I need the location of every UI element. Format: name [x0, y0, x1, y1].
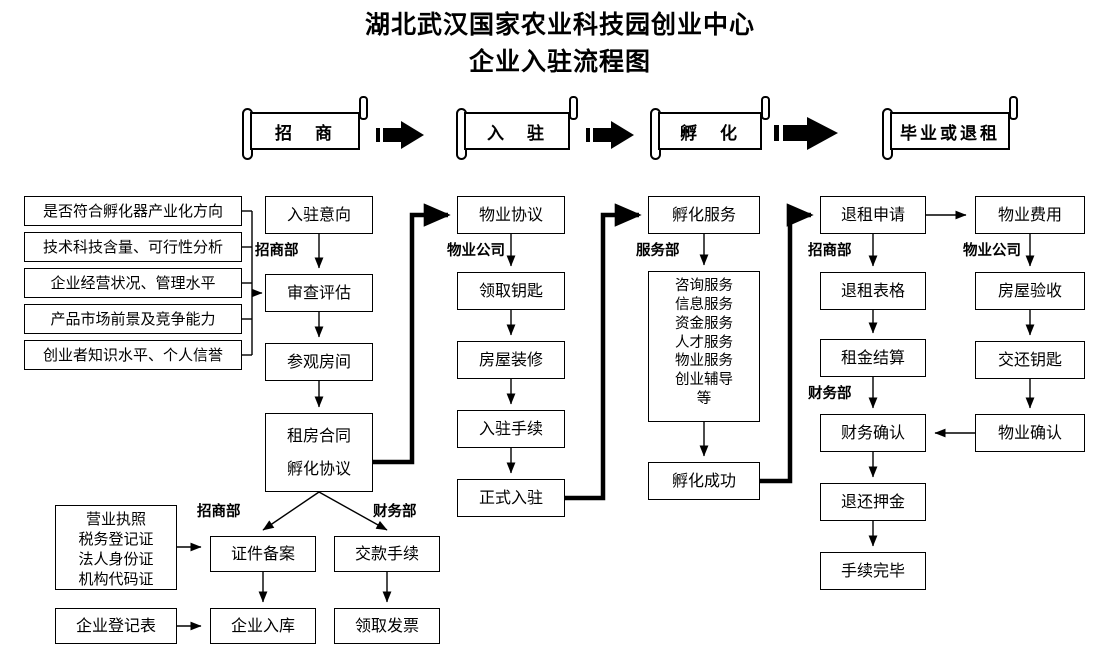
- contract-line-2: 孵化协议: [286, 458, 351, 478]
- step-exit-application: 退租申请: [820, 196, 926, 234]
- step-payment-formalities: 交款手续: [334, 536, 440, 572]
- page-title-line1: 湖北武汉国家农业科技园创业中心: [364, 10, 755, 39]
- step-rent-settlement: 租金结算: [820, 339, 926, 377]
- wire-movein-to-incubation: [565, 203, 642, 501]
- step-house-inspection: 房屋验收: [975, 272, 1085, 310]
- dept-label-recruit: 招商部: [255, 243, 299, 259]
- stage-banner-label: 入 驻: [464, 112, 570, 150]
- dept-label-property-company-1: 物业公司: [447, 243, 505, 259]
- step-intent: 入驻意向: [265, 196, 373, 234]
- wire-incubation-to-exit: [760, 203, 814, 484]
- document-item-1: 营业执照: [85, 510, 146, 528]
- registration-form-box: 企业登记表: [55, 608, 177, 644]
- step-incubation-success: 孵化成功: [648, 462, 760, 500]
- service-item-4: 人才服务: [675, 334, 733, 351]
- stage-banner-3[interactable]: 孵 化: [648, 96, 770, 160]
- dept-label-finance-bottom: 财务部: [373, 504, 417, 520]
- step-get-invoice: 领取发票: [334, 608, 440, 644]
- stage-banner-label: 毕业或退租: [890, 112, 1010, 150]
- step-official-movein: 正式入驻: [457, 479, 565, 517]
- required-documents-list: 营业执照 税务登记证 法人身份证 机构代码证: [55, 505, 177, 590]
- wire-contract-split: [262, 491, 388, 531]
- step-visit-room: 参观房间: [265, 343, 373, 381]
- step-document-filing: 证件备案: [210, 536, 316, 572]
- criteria-item-5: 创业者知识水平、个人信誉: [24, 340, 242, 370]
- step-formalities-complete: 手续完毕: [820, 552, 926, 590]
- dept-label-recruit-exit: 招商部: [808, 243, 852, 259]
- stage-banner-label: 招 商: [250, 112, 360, 150]
- service-item-7: 等: [696, 391, 712, 408]
- service-item-6: 创业辅导: [675, 372, 733, 389]
- stage-banner-4[interactable]: 毕业或退租: [880, 96, 1018, 160]
- step-get-keys: 领取钥匙: [457, 272, 565, 310]
- scroll-roller-right: [359, 96, 368, 120]
- document-item-2: 税务登记证: [78, 529, 154, 548]
- stage-banner-2[interactable]: 入 驻: [454, 96, 578, 160]
- criteria-item-2: 技术科技含量、可行性分析: [24, 232, 242, 262]
- stage-banner-label: 孵 化: [658, 112, 762, 150]
- service-item-3: 资金服务: [675, 315, 733, 332]
- document-item-3: 法人身份证: [78, 549, 154, 568]
- step-property-confirm: 物业确认: [975, 414, 1085, 452]
- step-property-fee: 物业费用: [975, 196, 1085, 234]
- criteria-bracket: [242, 210, 263, 356]
- page-title-line2: 企业入驻流程图: [468, 47, 651, 76]
- scroll-roller-right: [761, 96, 770, 120]
- dept-label-finance-exit: 财务部: [808, 386, 852, 402]
- dept-label-recruit-bottom: 招商部: [197, 504, 241, 520]
- step-return-keys: 交还钥匙: [975, 341, 1085, 379]
- step-incubation-service: 孵化服务: [648, 196, 760, 234]
- step-renovation: 房屋装修: [457, 341, 565, 379]
- wire-contract-to-property-agreement: [373, 203, 451, 465]
- step-finance-confirm: 财务确认: [820, 414, 926, 452]
- scroll-roller-right: [569, 96, 578, 120]
- service-item-1: 咨询服务: [675, 278, 733, 294]
- step-property-agreement: 物业协议: [457, 196, 565, 234]
- stage-arrow-3: [774, 117, 838, 150]
- step-movein-formalities: 入驻手续: [457, 410, 565, 448]
- stage-banner-1[interactable]: 招 商: [240, 96, 368, 160]
- dept-label-property-company-2: 物业公司: [963, 243, 1021, 259]
- step-exit-form: 退租表格: [820, 272, 926, 310]
- document-item-4: 机构代码证: [78, 569, 154, 588]
- stage-arrow-1: [376, 121, 424, 149]
- contract-line-1: 租房合同: [286, 426, 351, 446]
- step-review: 审查评估: [265, 274, 373, 312]
- dept-label-service: 服务部: [636, 243, 680, 259]
- step-contract: 租房合同 孵化协议: [265, 413, 373, 492]
- service-item-2: 信息服务: [675, 296, 733, 313]
- stage-arrow-2: [586, 121, 634, 149]
- scroll-roller-right: [1009, 96, 1018, 120]
- service-item-5: 物业服务: [675, 353, 733, 370]
- step-enterprise-entry: 企业入库: [210, 608, 316, 644]
- step-deposit-refund: 退还押金: [820, 483, 926, 521]
- criteria-item-4: 产品市场前景及竞争能力: [24, 304, 242, 334]
- criteria-item-1: 是否符合孵化器产业化方向: [24, 196, 242, 226]
- service-list: 咨询服务 信息服务 资金服务 人才服务 物业服务 创业辅导 等: [648, 271, 760, 422]
- criteria-item-3: 企业经营状况、管理水平: [24, 268, 242, 298]
